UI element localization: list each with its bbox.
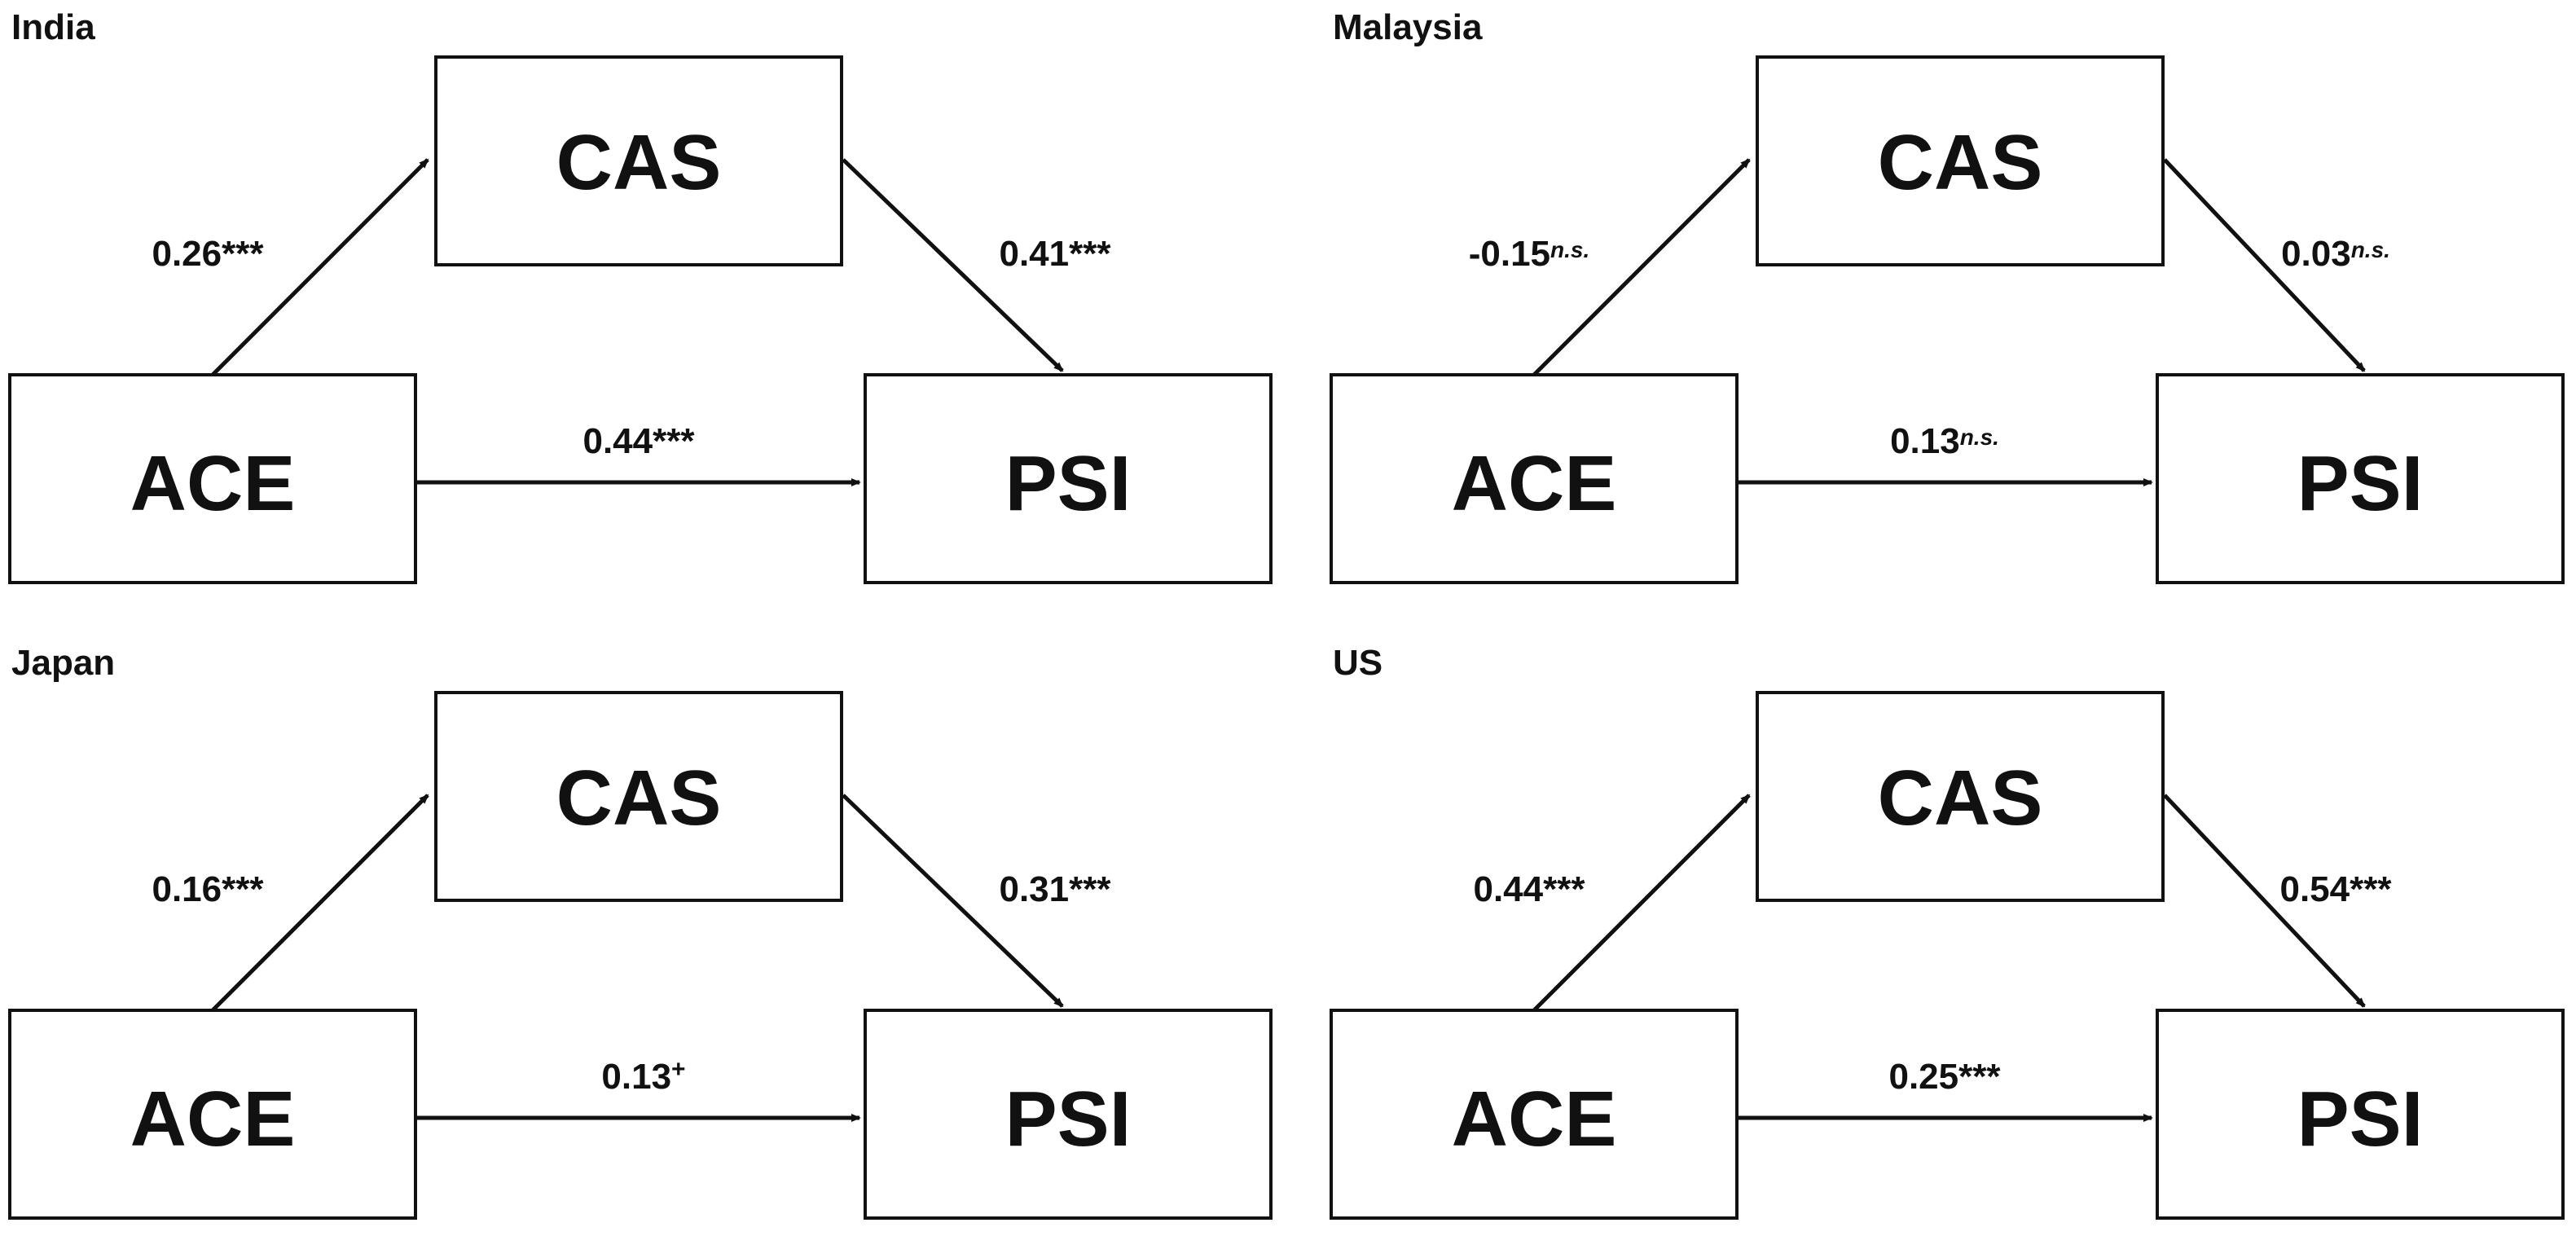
coef-b-sig: *** <box>2350 869 2392 909</box>
edge-cas-to-psi <box>842 794 1064 1008</box>
edge-ace-to-cas <box>1532 794 1751 1012</box>
coef-b: 0.41*** <box>999 234 1111 274</box>
psi-node-box <box>2156 1009 2565 1220</box>
panel-us: US CAS ACE PSI 0.44*** 0.54*** 0.25*** <box>1330 643 2565 1220</box>
coef-a-sig: *** <box>1543 869 1585 909</box>
coef-a: 0.44*** <box>1473 869 1585 909</box>
coef-c-value: 0.13 <box>601 1057 671 1097</box>
edge-cas-to-psi <box>842 158 1064 372</box>
coef-c: 0.13n.s. <box>1890 421 1999 461</box>
coef-c-sig: + <box>671 1056 686 1083</box>
coef-a-value: -0.15 <box>1469 234 1550 274</box>
coef-c-value: 0.25 <box>1888 1057 1958 1097</box>
coef-b: 0.03n.s. <box>2281 234 2390 274</box>
panel-title: US <box>1333 643 1383 683</box>
edge-ace-to-cas <box>211 794 429 1012</box>
psi-node-box <box>864 1009 1273 1220</box>
edge-cas-to-psi <box>2163 794 2366 1008</box>
coef-b-sig: n.s. <box>2351 237 2390 262</box>
cas-node-box <box>1756 691 2165 902</box>
psi-node-box <box>864 373 1273 584</box>
coef-c-value: 0.13 <box>1890 421 1960 461</box>
coef-b-sig: *** <box>1069 234 1111 274</box>
coef-a-value: 0.44 <box>1473 869 1543 909</box>
coef-c-sig: *** <box>653 421 695 461</box>
psi-node-label: PSI <box>2297 1075 2424 1163</box>
coef-c-sig: n.s. <box>1960 424 1999 450</box>
coef-b-value: 0.54 <box>2279 869 2350 909</box>
coef-c: 0.13+ <box>601 1056 685 1097</box>
cas-node-label: CAS <box>556 754 722 842</box>
cas-node-label: CAS <box>1878 754 2043 842</box>
coef-c-sig: *** <box>1958 1057 2001 1097</box>
ace-node-box <box>8 373 417 584</box>
coef-a-sig: *** <box>222 869 264 909</box>
coef-c: 0.25*** <box>1888 1057 2001 1097</box>
cas-node-box <box>1756 55 2165 266</box>
ace-node-box <box>1330 373 1739 584</box>
coef-b-value: 0.31 <box>999 869 1069 909</box>
ace-node-label: ACE <box>130 440 296 527</box>
coef-a-value: 0.16 <box>152 869 222 909</box>
coef-b-sig: *** <box>1069 869 1111 909</box>
cas-node-label: CAS <box>556 119 722 206</box>
coef-b-value: 0.41 <box>999 234 1069 274</box>
coef-a-sig: *** <box>222 234 264 274</box>
edge-cas-to-psi <box>2163 158 2366 372</box>
psi-node-box <box>2156 373 2565 584</box>
coef-c-value: 0.44 <box>582 421 653 461</box>
ace-node-label: ACE <box>130 1075 296 1163</box>
coef-b: 0.31*** <box>999 869 1111 909</box>
coef-c: 0.44*** <box>582 421 695 461</box>
coef-a: 0.16*** <box>152 869 264 909</box>
panel-title: Japan <box>11 643 115 683</box>
ace-node-box <box>1330 1009 1739 1220</box>
coef-a-sig: n.s. <box>1550 237 1589 262</box>
cas-node-box <box>434 55 843 266</box>
panel-japan: Japan CAS ACE PSI 0.16*** 0.31*** 0.13+ <box>8 643 1273 1220</box>
panel-title: Malaysia <box>1333 7 1483 47</box>
psi-node-label: PSI <box>2297 440 2424 527</box>
cas-node-label: CAS <box>1878 119 2043 206</box>
panel-malaysia: Malaysia CAS ACE PSI -0.15n.s. 0.03n.s. … <box>1330 7 2565 584</box>
ace-node-label: ACE <box>1452 440 1617 527</box>
coef-a: 0.26*** <box>152 234 264 274</box>
coef-b-value: 0.03 <box>2281 234 2351 274</box>
psi-node-label: PSI <box>1005 440 1132 527</box>
edge-ace-to-cas <box>1532 158 1751 376</box>
ace-node-label: ACE <box>1452 1075 1617 1163</box>
coef-a-value: 0.26 <box>152 234 222 274</box>
coef-b: 0.54*** <box>2279 869 2392 909</box>
cas-node-box <box>434 691 843 902</box>
psi-node-label: PSI <box>1005 1075 1132 1163</box>
coef-a: -0.15n.s. <box>1469 234 1590 274</box>
panel-india: India CAS ACE PSI 0.26*** 0.41*** 0.44**… <box>8 7 1273 584</box>
panel-title: India <box>11 7 95 47</box>
edge-ace-to-cas <box>211 158 429 376</box>
ace-node-box <box>8 1009 417 1220</box>
